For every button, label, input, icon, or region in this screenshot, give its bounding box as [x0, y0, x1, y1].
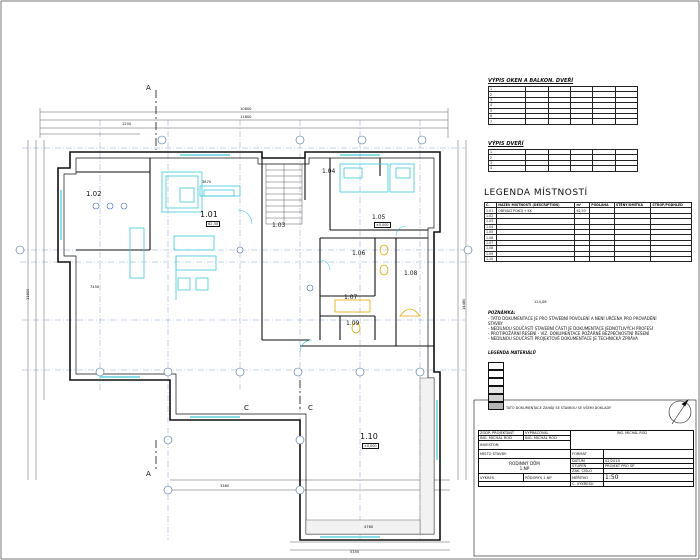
section-letter-a-bottom: A	[146, 470, 151, 478]
table-cell	[570, 118, 594, 125]
sanitary-fixtures	[351, 244, 421, 334]
door-swings	[237, 209, 407, 353]
right-panel-frame	[473, 399, 697, 557]
dim-inner-2: 4780	[364, 525, 374, 529]
dim-left-1: 11600	[26, 288, 30, 300]
stamp-sheet-label: Č. VÝKRESU	[570, 481, 604, 487]
table-cell	[614, 118, 639, 125]
stamp-drawingname: PŮDORYS 1.NP	[523, 473, 571, 482]
note-line: STAVBY	[488, 321, 503, 326]
table-cell	[574, 255, 591, 263]
material-swatch	[488, 370, 504, 378]
dim-bottom-1: 5350	[350, 550, 360, 554]
room-label-1-02: 1.02	[86, 190, 102, 198]
grid-bubbles	[15, 135, 473, 495]
material-swatch	[488, 378, 504, 386]
room-label-1-04: 1.04	[322, 168, 336, 175]
materials-title: LEGENDA MATERIÁLŮ	[488, 350, 536, 355]
room-label-1-06: 1.06	[352, 250, 366, 257]
room-label-1-09: 1.09	[346, 320, 360, 327]
room-label-1-08: 1.08	[404, 270, 418, 277]
section-line-a	[155, 90, 301, 470]
room-area-1-05: ±0,000	[374, 222, 391, 228]
stamp-investor: INVESTOR:	[478, 440, 571, 450]
table-cell	[592, 118, 616, 125]
note-line: - NEDÍLNOU SOUČÁSTÍ PROJEKTOVÉ DOKUMENTA…	[488, 336, 638, 341]
table-row: 7	[487, 118, 639, 125]
table-cell: 7	[487, 118, 527, 125]
stamp-drawingname-label: VÝKRES	[478, 473, 524, 482]
table-cell	[525, 118, 549, 125]
material-swatch	[488, 386, 504, 394]
room-label-1-05: 1.05	[372, 214, 386, 221]
windows-table-title: VÝPIS OKEN A BALKON. DVEŘÍ	[488, 78, 574, 84]
windows	[60, 154, 438, 538]
table-cell	[589, 255, 615, 263]
room-area-1-01: 62,50	[206, 221, 221, 227]
stamp-scale-value: 1:50	[603, 473, 694, 482]
room-legend-total: 124,08	[534, 300, 547, 304]
scale-note: TATO DOKUMENTACE ZAHÁJÍ SE STAVBOU SE VŠ…	[506, 406, 611, 410]
dim-top-3: 1200	[122, 122, 132, 126]
dim-top-overall: 10800	[240, 107, 252, 111]
note-line: - PROTIPOŽÁRNÍ ŘEŠENÍ - VIZ. DOKUMENTACE…	[488, 331, 650, 336]
table-cell: 1.10	[483, 255, 498, 263]
table-cell	[613, 255, 652, 263]
dim-top-2: 11800	[240, 115, 252, 119]
material-swatch	[488, 402, 504, 410]
notes-title: POZNÁMKA:	[488, 310, 516, 315]
note-line: - NEDÍLNOU SOUČÁSTÍ STAVEBNÍ ČÁSTI JE DO…	[488, 326, 653, 331]
stamp-sheet-value	[603, 481, 694, 487]
material-swatch	[488, 394, 504, 402]
section-letter-c-right: C	[308, 404, 313, 412]
room-legend-title: LEGENDA MÍSTNOSTÍ	[484, 188, 588, 198]
interior-walls	[76, 158, 434, 347]
stamp-format-label: FORMÁT	[570, 449, 604, 459]
stairs	[265, 163, 303, 225]
stamp-title-line2: 1.NP	[519, 466, 530, 471]
dimension-lines	[27, 108, 467, 551]
dim-right-1: 14480	[462, 298, 466, 310]
stamp-title-line1: RODINNÝ DŮM	[509, 461, 540, 466]
table-cell	[592, 165, 616, 172]
north-arrow-icon	[668, 399, 692, 425]
table-cell	[525, 165, 549, 172]
table-cell	[614, 165, 639, 172]
table-cell	[496, 255, 576, 263]
table-row: 1.10	[483, 255, 692, 263]
dim-bottom-2: 3380	[220, 484, 230, 488]
stamp-place: MÍSTO STAVBY:	[478, 449, 571, 459]
room-label-1-07: 1.07	[344, 294, 358, 301]
room-label-1-01: 1.01	[200, 210, 218, 219]
notes-list: - TATO DOKUMENTACE JE PRO STAVEBNÍ POVOL…	[488, 316, 657, 341]
table-cell	[570, 165, 594, 172]
title-block: ZODP. PROJEKTANT VYPRACOVAL ING. MICHAL …	[478, 430, 694, 487]
section-letter-c-left: C	[244, 404, 249, 412]
room-area-1-10: ±0,000	[362, 443, 379, 449]
dim-sofa: 3870	[202, 180, 212, 184]
grid-axes	[20, 120, 470, 540]
stamp-office: ING. MICHAL ROD	[570, 430, 694, 450]
dim-inner-1: 7450	[90, 285, 100, 289]
doors-table-title: VÝPIS DVEŘÍ	[488, 141, 524, 147]
table-cell	[547, 165, 572, 172]
garage-hatch	[305, 377, 435, 535]
section-letter-a-top: A	[146, 84, 151, 92]
room-label-1-10: 1.10	[360, 432, 378, 441]
stamp-scale-label: MĚŘÍTKO	[570, 473, 604, 482]
table-cell	[650, 255, 692, 263]
note-line: - TATO DOKUMENTACE JE PRO STAVEBNÍ POVOL…	[488, 316, 657, 321]
room-label-1-03: 1.03	[272, 222, 286, 229]
table-row: 4	[487, 165, 639, 172]
material-swatch	[488, 362, 504, 370]
table-cell	[547, 118, 572, 125]
table-cell: 4	[487, 165, 527, 172]
furniture	[129, 163, 415, 313]
